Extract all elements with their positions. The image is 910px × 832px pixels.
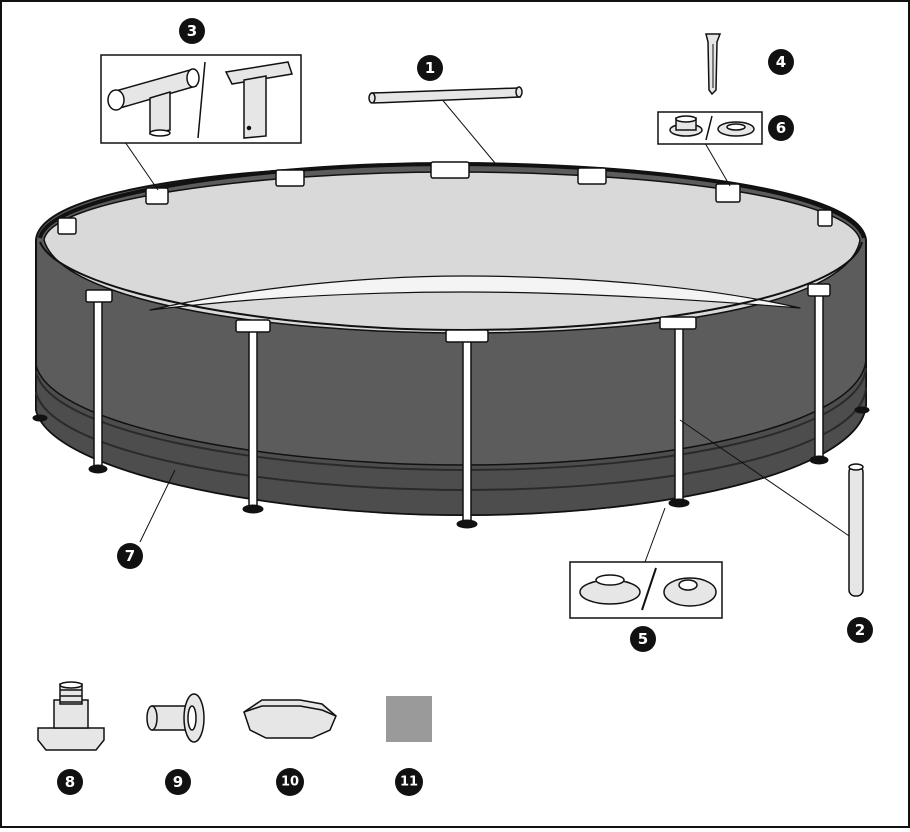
- t-joint: [807, 283, 831, 297]
- caps-divider: [705, 115, 713, 141]
- badge-1: 1: [417, 55, 443, 81]
- badge-8-label: 8: [65, 773, 75, 791]
- foot: [242, 504, 264, 514]
- badge-10: 10: [276, 768, 304, 796]
- t-joint-alt-pin: [246, 125, 252, 131]
- badge-2-label: 2: [855, 621, 865, 639]
- badge-3-label: 3: [187, 22, 197, 40]
- leader-lines: [124, 96, 856, 563]
- leader-5: [644, 507, 666, 563]
- badge-5: 5: [630, 626, 656, 652]
- pool-assembly: [32, 161, 870, 529]
- badge-9: 9: [165, 769, 191, 795]
- part-leg-feet-box: [569, 561, 723, 619]
- badge-1-label: 1: [425, 59, 435, 77]
- foot: [456, 519, 478, 529]
- valve-nut: [37, 727, 105, 751]
- badge-6-label: 6: [776, 119, 786, 137]
- t-joint-opening: [186, 68, 200, 88]
- drain-cap-body: [243, 699, 337, 739]
- t-joint-alt-top: [224, 61, 293, 85]
- part-horizontal-beam: [368, 86, 523, 104]
- leg: [93, 297, 103, 467]
- part-t-joint-box: [100, 54, 302, 144]
- t-joint: [235, 319, 271, 333]
- t-joint: [145, 187, 169, 205]
- leg: [674, 324, 684, 504]
- leg: [462, 337, 472, 523]
- t-joint: [445, 329, 489, 343]
- leader-2: [679, 419, 856, 541]
- foot: [854, 406, 870, 414]
- part-caps-box: [657, 111, 763, 145]
- badge-7-label: 7: [125, 547, 135, 565]
- leg: [248, 327, 258, 507]
- part-stake: [705, 33, 722, 96]
- foot: [809, 455, 829, 465]
- leader-3: [124, 141, 159, 191]
- badge-8: 8: [57, 769, 83, 795]
- plug-end: [146, 705, 158, 731]
- foot-socket-b: [678, 579, 698, 591]
- cap-rim: [675, 115, 697, 123]
- badge-6: 6: [768, 115, 794, 141]
- badge-11-label: 11: [400, 775, 418, 790]
- t-joint: [817, 209, 833, 227]
- leg: [814, 291, 824, 458]
- badge-11: 11: [395, 768, 423, 796]
- pool-front-joints: [85, 283, 831, 343]
- t-joint-divider: [197, 61, 206, 139]
- foot-socket-a: [595, 574, 625, 586]
- t-joint: [430, 161, 470, 179]
- part-repair-patch: [386, 696, 432, 742]
- t-joint: [57, 217, 77, 235]
- part-plug: [146, 693, 205, 743]
- badge-7: 7: [117, 543, 143, 569]
- t-joint-stem-end: [149, 129, 171, 137]
- part-drain-valve: [37, 681, 105, 751]
- t-joint: [659, 316, 697, 330]
- number-badges: 1 2 3 4 5 6 7 8: [57, 18, 873, 796]
- vertical-leg-body: [848, 465, 864, 597]
- t-joint-stem: [149, 90, 171, 135]
- beam-end: [368, 92, 376, 104]
- t-joint: [85, 289, 113, 303]
- badge-5-label: 5: [638, 630, 648, 648]
- leg-feet-divider: [641, 567, 657, 611]
- beam-end: [515, 86, 523, 98]
- foot: [668, 498, 690, 508]
- badge-9-label: 9: [173, 773, 183, 791]
- t-joint: [715, 183, 741, 203]
- badge-3: 3: [179, 18, 205, 44]
- vertical-leg-top: [848, 463, 864, 471]
- t-joint-opening: [107, 89, 125, 111]
- badge-4: 4: [768, 49, 794, 75]
- foot: [32, 414, 48, 422]
- t-joint: [577, 167, 607, 185]
- drain-cap-edge: [243, 705, 337, 717]
- leader-1: [439, 96, 496, 164]
- leader-7: [139, 469, 176, 543]
- badge-4-label: 4: [776, 53, 786, 71]
- t-joint-alt-stem: [243, 75, 267, 139]
- badge-2: 2: [847, 617, 873, 643]
- foot-base-b: [663, 577, 717, 607]
- ring-cap-hole: [726, 123, 746, 131]
- part-drain-cap: [243, 699, 337, 739]
- pool-inner-wall: [149, 275, 801, 311]
- pool-feet: [32, 406, 870, 529]
- t-joint: [275, 169, 305, 187]
- valve-opening: [59, 681, 83, 689]
- badge-10-label: 10: [281, 775, 299, 790]
- foot: [88, 464, 108, 474]
- plug-flange-inner: [187, 705, 197, 731]
- part-vertical-leg: [848, 463, 864, 597]
- leader-6: [704, 142, 731, 187]
- pool-back-joints: [57, 161, 833, 235]
